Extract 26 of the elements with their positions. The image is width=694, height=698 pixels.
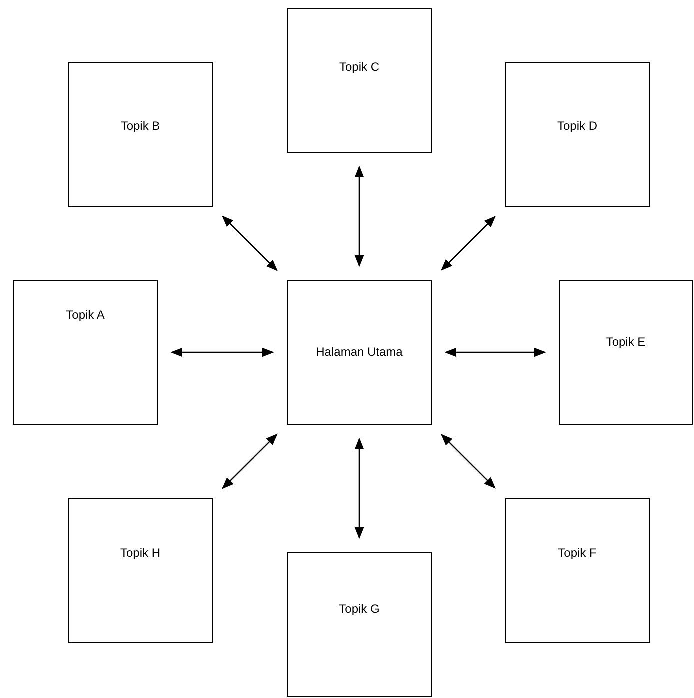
double-arrow <box>444 348 546 358</box>
box-label: Topik C <box>339 59 380 76</box>
box-label: Topik G <box>339 601 380 618</box>
box-label: Topik E <box>606 334 646 351</box>
box-label: Topik A <box>66 307 105 324</box>
topic-box <box>287 552 432 697</box>
box-label: Topik D <box>557 118 598 135</box>
box-label: Topik H <box>120 545 160 562</box>
topic-box <box>68 498 213 643</box>
topic-box <box>68 62 213 207</box>
box-label: Topik F <box>558 545 597 562</box>
double-arrow <box>354 166 364 268</box>
box-label: Topik B <box>120 118 160 135</box>
box-label: Halaman Utama <box>316 344 403 361</box>
double-arrow <box>222 434 278 490</box>
double-arrow <box>222 216 278 272</box>
double-arrow <box>170 348 274 358</box>
topic-box <box>505 62 650 207</box>
topic-box <box>287 280 432 425</box>
topic-box <box>287 8 432 153</box>
double-arrow <box>354 438 364 540</box>
topic-box <box>559 280 693 425</box>
double-arrow <box>441 216 496 271</box>
topic-box <box>505 498 650 643</box>
topic-box <box>13 280 158 425</box>
double-arrow <box>441 434 496 489</box>
